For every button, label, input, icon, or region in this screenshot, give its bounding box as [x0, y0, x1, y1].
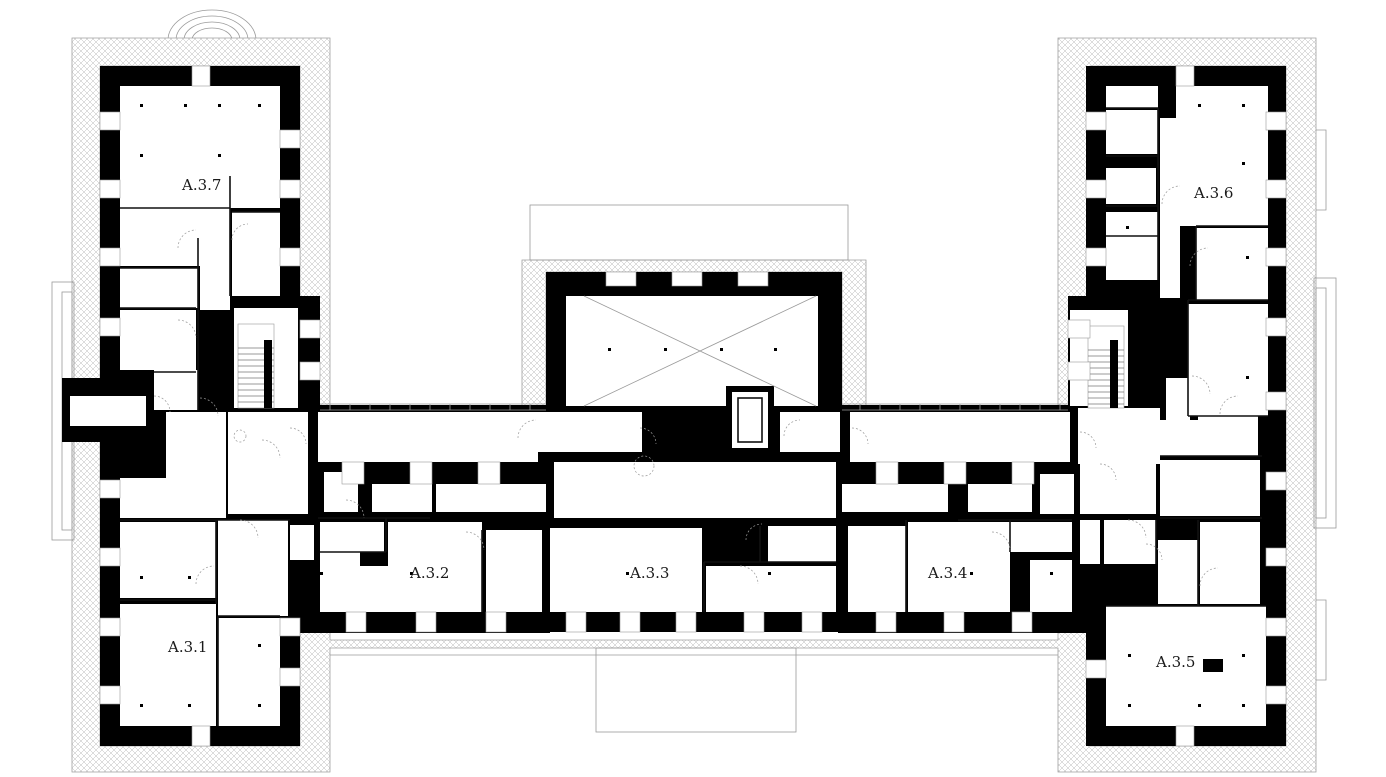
room-floors	[70, 86, 1268, 726]
void-diagonals	[583, 295, 817, 407]
room-label-a33: A.3.3	[629, 564, 669, 582]
column-dots	[140, 104, 1249, 707]
door-swings	[153, 185, 1239, 587]
partitions	[120, 107, 1268, 726]
room-label-a31: A.3.1	[167, 638, 207, 656]
room-label-a36: A.3.6	[1193, 184, 1233, 202]
room-label-a37: A.3.7	[181, 176, 221, 194]
room-labels: A.3.7 A.3.1 A.3.2 A.3.3 A.3.4 A.3.5 A.3.…	[167, 176, 1233, 671]
room-label-a32: A.3.2	[409, 564, 449, 582]
room-label-a35: A.3.5	[1155, 653, 1195, 671]
windows	[99, 65, 1287, 747]
elevator	[726, 386, 774, 454]
decorative-arcs	[167, 9, 257, 41]
stairs-right	[1087, 325, 1125, 409]
connecting-corridors	[320, 403, 1068, 411]
room-label-a34: A.3.4	[927, 564, 967, 582]
stairs-left	[237, 323, 275, 409]
